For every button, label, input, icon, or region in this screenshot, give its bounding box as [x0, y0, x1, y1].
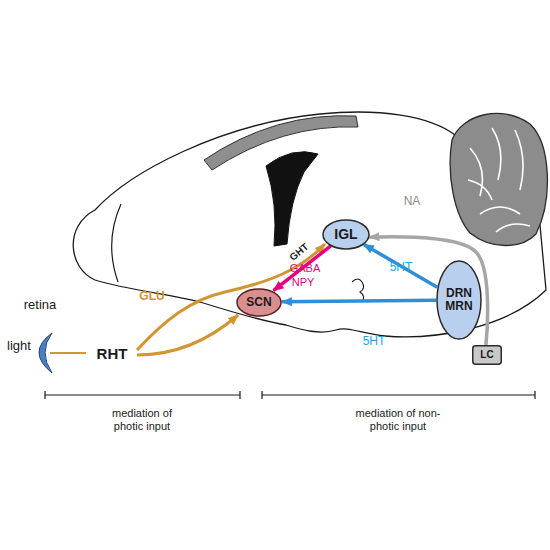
text-label: retina: [24, 298, 57, 313]
nucleus-ellipse: IGL: [322, 219, 370, 250]
nucleus-ellipse: DRNMRN: [436, 260, 482, 340]
edge-label: 5HT: [363, 335, 386, 349]
text-label: mediation of non-photic input: [352, 407, 444, 432]
text-label: mediation of photic input: [96, 407, 188, 432]
node-label: IGL: [334, 227, 357, 242]
hippocampus-shape: [266, 152, 318, 246]
connector-arrow: [282, 300, 436, 302]
cerebellar-folia: [468, 128, 530, 232]
node-label: MRN: [445, 300, 472, 313]
text-label: RHT: [97, 345, 128, 362]
ellipse-shape: [237, 289, 281, 316]
nucleus-box: LC: [472, 345, 502, 365]
connector-arrow: [364, 244, 437, 287]
retina-fiber: [50, 352, 86, 354]
text-label: light: [7, 339, 31, 354]
nucleus-ellipse: SCN: [236, 288, 282, 317]
aqueduct-line: [352, 279, 364, 302]
connector-arrow: [369, 237, 487, 345]
bracket: [262, 391, 535, 399]
node-label: LC: [480, 350, 493, 361]
connector-arrow: [273, 246, 330, 291]
node-label: SCN: [246, 296, 271, 309]
rect-shape: [473, 346, 502, 365]
node-label: DRN: [446, 287, 472, 300]
rht-to-igl-tract: [137, 244, 325, 350]
olfactory-bulb-line: [112, 204, 121, 282]
ellipse-shape: [323, 220, 369, 249]
cerebellum: [450, 113, 547, 245]
ellipse-shape: [437, 261, 481, 339]
bracket: [45, 391, 240, 399]
